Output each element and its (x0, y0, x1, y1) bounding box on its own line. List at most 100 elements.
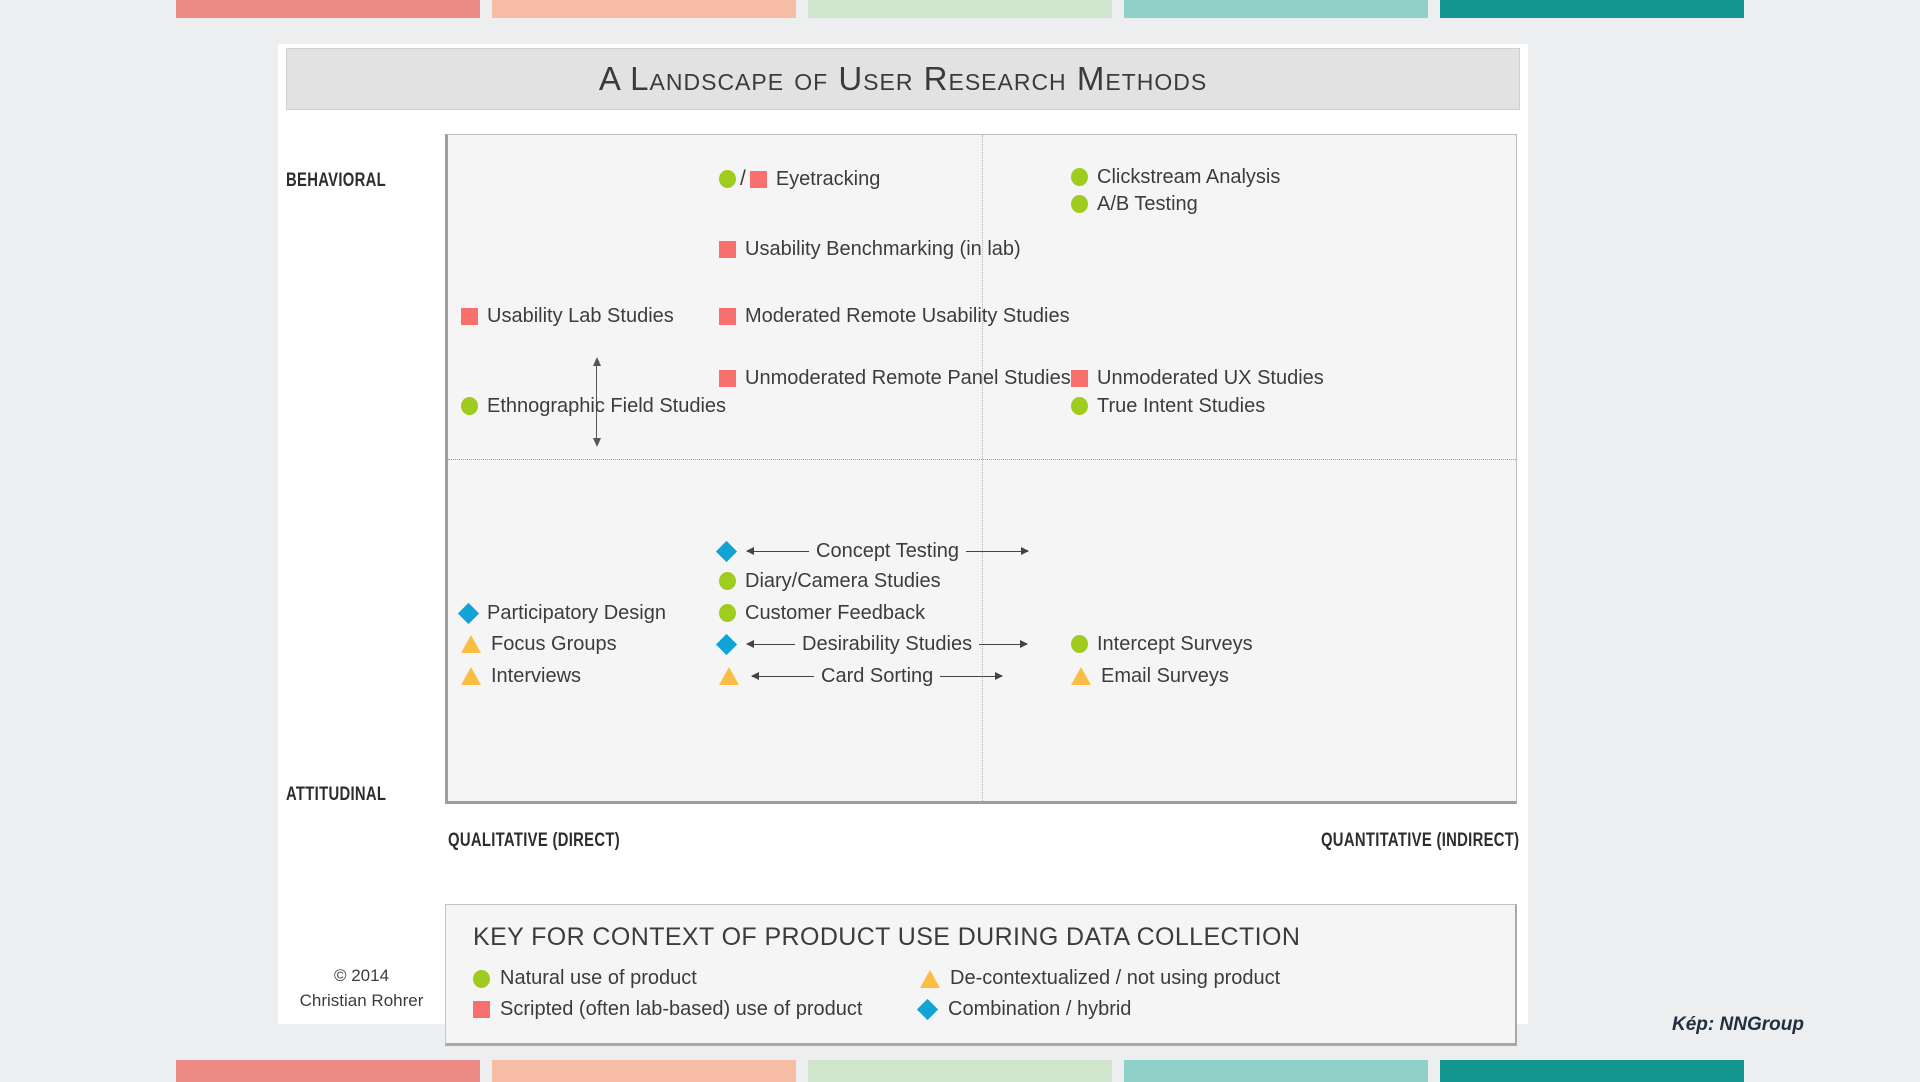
combination-diamond-icon (457, 602, 480, 624)
method-arrow-group: Card Sorting (751, 665, 1004, 687)
method-label: True Intent Studies (1097, 395, 1266, 417)
scripted-use-square-icon (719, 369, 736, 387)
method-desirability-studies[interactable]: Desirability Studies (715, 633, 1029, 655)
bottom-color-strip (0, 1060, 1920, 1082)
legend-key-box: KEY FOR CONTEXT OF PRODUCT USE DURING DA… (445, 904, 1517, 1046)
axis-label-behavioral: BEHAVIORAL (286, 170, 387, 191)
vertical-double-arrow (592, 357, 601, 447)
arrow-stem (596, 365, 597, 439)
natural-use-circle-icon (719, 572, 736, 590)
arrow-right-icon (979, 640, 1029, 648)
combination-diamond-icon (715, 633, 738, 655)
axis-label-quantitative: QUANTITATIVE (INDIRECT) (1320, 830, 1519, 851)
decontextualized-triangle-icon (719, 667, 739, 685)
method-label: Diary/Camera Studies (745, 570, 941, 592)
vertical-divider (982, 135, 983, 801)
method-label: A/B Testing (1097, 193, 1198, 215)
method-label: Unmoderated UX Studies (1097, 367, 1324, 389)
copyright-block: © 2014 Christian Rohrer (284, 964, 439, 1013)
legend-item-combination: Combination / hybrid (916, 998, 1132, 1021)
strip-2 (492, 0, 796, 18)
method-customer-feedback[interactable]: Customer Feedback (719, 603, 925, 623)
method-participatory-design[interactable]: Participatory Design (457, 602, 666, 624)
natural-use-circle-icon (473, 969, 490, 988)
poster-card: A Landscape of User Research Methods BEH… (278, 44, 1528, 1046)
legend-item-natural: Natural use of product (473, 967, 697, 990)
method-label: Participatory Design (487, 602, 666, 624)
axis-label-qualitative: QUALITATIVE (DIRECT) (448, 830, 620, 851)
method-label: Eyetracking (775, 168, 881, 190)
combination-diamond-icon (916, 998, 939, 1021)
method-unmoderated-ux-studies[interactable]: Unmoderated UX Studies (1071, 368, 1324, 388)
page-title: A Landscape of User Research Methods (598, 60, 1208, 97)
slash-separator: / (740, 167, 746, 190)
strip-2 (492, 1060, 796, 1082)
decontextualized-triangle-icon (1071, 667, 1091, 685)
method-intercept-surveys[interactable]: Intercept Surveys (1071, 634, 1253, 654)
strip-5 (1440, 1060, 1744, 1082)
natural-use-circle-icon (719, 170, 736, 188)
strip-3 (808, 1060, 1112, 1082)
legend-label: Natural use of product (500, 967, 697, 989)
landscape-plot-area: / Eyetracking Clickstream Analysis A/B T… (445, 134, 1517, 804)
scripted-use-square-icon (1071, 369, 1088, 387)
method-card-sorting[interactable]: Card Sorting (719, 665, 1004, 687)
title-banner: A Landscape of User Research Methods (286, 48, 1520, 110)
method-true-intent-studies[interactable]: True Intent Studies (1071, 396, 1265, 416)
method-ethnographic-field-studies[interactable]: Ethnographic Field Studies (461, 396, 726, 416)
method-label: Customer Feedback (745, 602, 926, 624)
top-color-strip (0, 0, 1920, 18)
method-ab-testing[interactable]: A/B Testing (1071, 194, 1198, 214)
method-label: Card Sorting (821, 665, 934, 687)
arrow-down-icon (592, 438, 601, 447)
method-label: Usability Benchmarking (in lab) (745, 238, 1021, 260)
method-label: Moderated Remote Usability Studies (745, 305, 1070, 327)
copyright-year: © 2014 (333, 966, 390, 985)
scripted-use-square-icon (719, 307, 736, 325)
method-arrow-group: Concept Testing (746, 540, 1030, 562)
method-label: Concept Testing (816, 540, 960, 562)
method-label: Usability Lab Studies (487, 305, 674, 327)
method-label: Desirability Studies (802, 633, 973, 655)
natural-use-circle-icon (1071, 195, 1088, 213)
scripted-use-square-icon (749, 170, 767, 188)
decontextualized-triangle-icon (920, 969, 940, 988)
arrow-left-icon (751, 672, 814, 680)
horizontal-divider (448, 459, 1516, 460)
method-clickstream-analysis[interactable]: Clickstream Analysis (1071, 167, 1280, 187)
decontextualized-triangle-icon (461, 667, 481, 685)
arrow-left-icon (746, 547, 809, 555)
scripted-use-square-icon (461, 307, 478, 325)
strip-1 (176, 0, 480, 18)
legend-label: Combination / hybrid (948, 998, 1132, 1020)
axis-label-attitudinal: ATTITUDINAL (286, 784, 387, 805)
method-arrow-group: Desirability Studies (746, 633, 1029, 655)
natural-use-circle-icon (461, 397, 478, 415)
method-label: Intercept Surveys (1097, 633, 1253, 655)
method-label: Unmoderated Remote Panel Studies (745, 367, 1071, 389)
decontextualized-triangle-icon (461, 635, 481, 653)
method-email-surveys[interactable]: Email Surveys (1071, 666, 1229, 686)
method-usability-benchmarking[interactable]: Usability Benchmarking (in lab) (719, 239, 1021, 259)
scripted-use-square-icon (719, 240, 736, 258)
scripted-use-square-icon (473, 1001, 490, 1018)
method-eyetracking[interactable]: / Eyetracking (719, 167, 880, 191)
method-focus-groups[interactable]: Focus Groups (461, 634, 617, 654)
legend-item-scripted: Scripted (often lab-based) use of produc… (473, 998, 862, 1021)
combination-diamond-icon (715, 540, 738, 562)
method-unmoderated-remote-panel[interactable]: Unmoderated Remote Panel Studies (719, 368, 1071, 388)
method-interviews[interactable]: Interviews (461, 666, 581, 686)
method-label: Interviews (491, 665, 582, 687)
natural-use-circle-icon (1071, 635, 1088, 653)
method-usability-lab-studies[interactable]: Usability Lab Studies (461, 306, 674, 326)
natural-use-circle-icon (719, 604, 736, 622)
image-credit-caption: Kép: NNGroup (1672, 1014, 1804, 1035)
method-concept-testing[interactable]: Concept Testing (715, 540, 1030, 562)
method-label: Ethnographic Field Studies (487, 395, 727, 417)
legend-label: Scripted (often lab-based) use of produc… (500, 998, 863, 1020)
method-label: Focus Groups (491, 633, 617, 655)
method-moderated-remote-usability[interactable]: Moderated Remote Usability Studies (719, 306, 1070, 326)
method-label: Email Surveys (1101, 665, 1229, 687)
method-diary-camera-studies[interactable]: Diary/Camera Studies (719, 571, 941, 591)
strip-3 (808, 0, 1112, 18)
